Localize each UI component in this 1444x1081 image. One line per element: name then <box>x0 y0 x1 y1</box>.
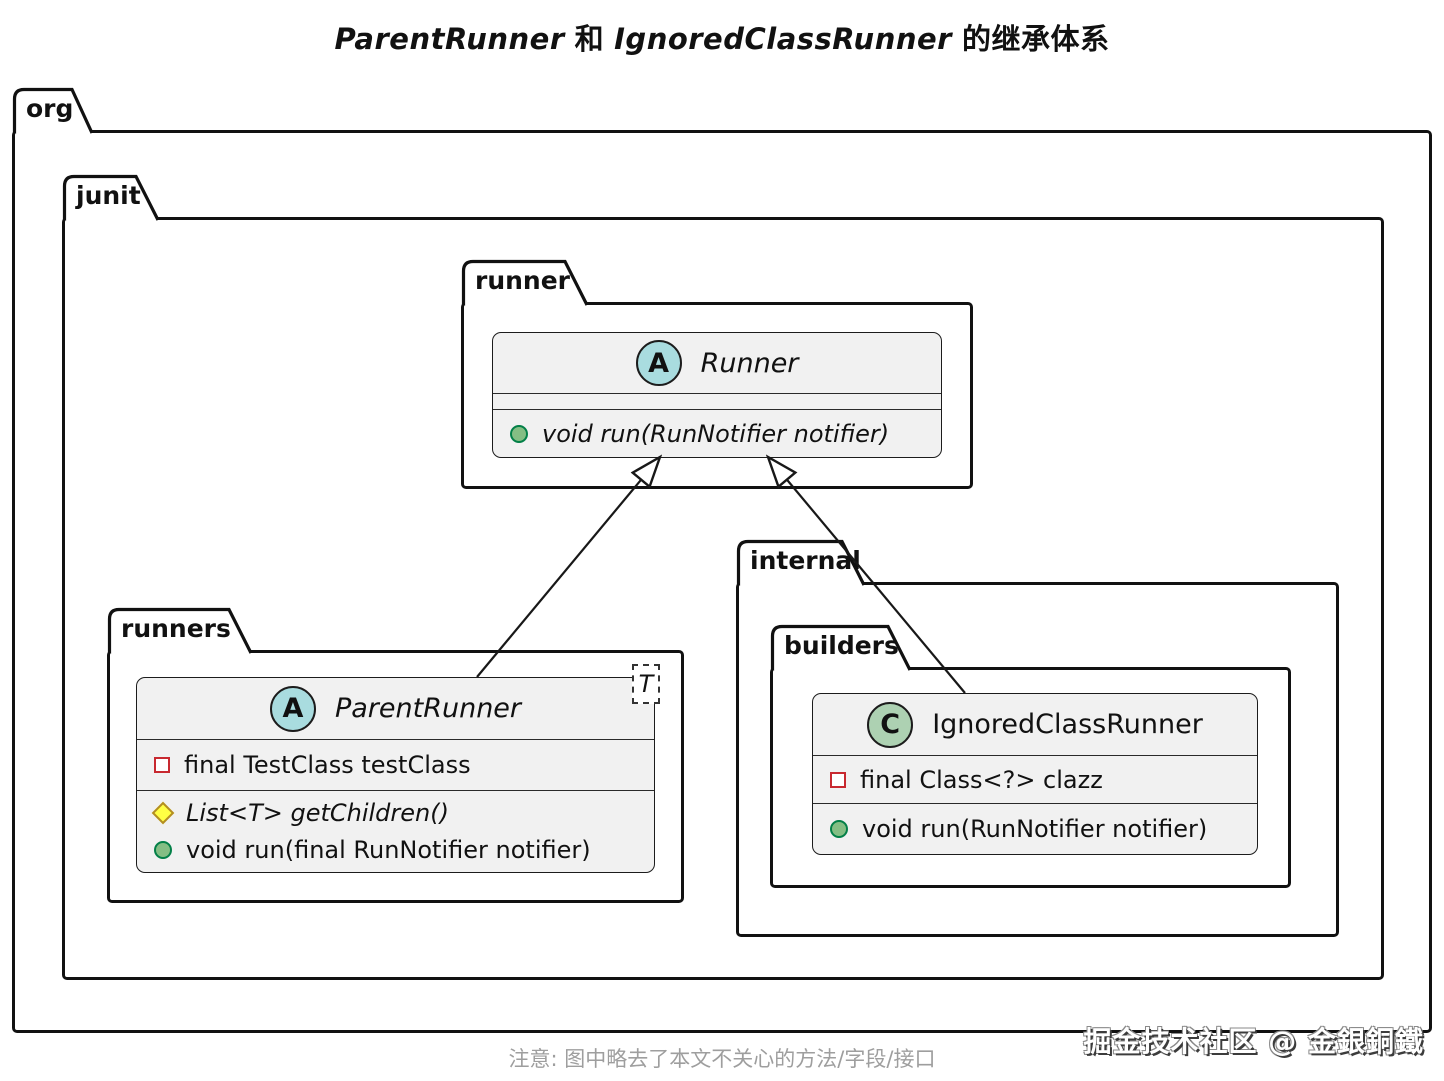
section-divider <box>137 790 654 791</box>
abstract-class-badge: A <box>269 685 316 732</box>
class-parent-runner: T A ParentRunner final TestClass testCla… <box>136 664 660 873</box>
section-divider <box>137 739 654 740</box>
generic-type-box: T <box>632 664 660 704</box>
method-text: void run(RunNotifier notifier) <box>862 815 1208 843</box>
protected-method-icon <box>151 802 175 825</box>
package-junit: junit runner A Runner <box>62 174 1384 980</box>
public-method-icon <box>510 424 528 443</box>
class-parent-runner-header: A ParentRunner <box>137 678 654 739</box>
title-zh-1: 和 <box>574 22 605 56</box>
section-divider <box>493 393 941 394</box>
class-runner-fields-empty <box>493 394 941 409</box>
abstract-class-badge: A <box>635 340 682 386</box>
title-latin-1: ParentRunner <box>334 22 565 56</box>
section-divider <box>813 803 1257 804</box>
class-ignored-class-runner-header: C IgnoredClassRunner <box>813 694 1257 755</box>
method-text: void run(RunNotifier notifier) <box>542 419 890 448</box>
diagram-footnote: 注意: 图中略去了本文不关心的方法/字段/接口 <box>508 1047 936 1071</box>
package-runners: runners T A ParentRunner final TestClass… <box>107 607 684 903</box>
package-org-label: org <box>26 94 74 123</box>
package-junit-label: junit <box>76 181 141 210</box>
package-builders: builders C IgnoredClassRunner final Clas… <box>770 624 1291 888</box>
method-row: void run(RunNotifier notifier) <box>813 815 1257 843</box>
title-latin-2: IgnoredClassRunner <box>614 22 952 56</box>
class-parent-runner-methods: List<T> getChildren() void run(final Run… <box>137 791 654 872</box>
concrete-class-badge: C <box>867 701 914 748</box>
class-ignored-class-runner-name: IgnoredClassRunner <box>932 709 1203 740</box>
section-divider <box>813 755 1257 756</box>
package-runner: runner A Runner void run(RunNotifier not… <box>461 259 973 489</box>
diagram-title: ParentRunner 和 IgnoredClassRunner 的继承体系 <box>0 16 1444 58</box>
method-text: List<T> getChildren() <box>186 799 449 828</box>
section-divider <box>493 409 941 410</box>
method-row: void run(RunNotifier notifier) <box>493 420 941 448</box>
class-runner-header: A Runner <box>493 333 941 393</box>
method-row: List<T> getChildren() <box>137 799 654 827</box>
package-internal-label: internal <box>750 546 861 575</box>
package-runner-label: runner <box>475 266 571 295</box>
watermark: 掘金技术社区 @ 金銀銅鐵 <box>1083 1025 1424 1058</box>
package-internal: internal builders C IgnoredClassRunner <box>736 539 1339 937</box>
private-field-icon <box>154 757 170 773</box>
class-parent-runner-fields: final TestClass testClass <box>137 740 654 790</box>
package-org: org junit runner A Runner <box>12 87 1432 1033</box>
class-runner-name: Runner <box>700 347 799 379</box>
title-zh-2: 的继承体系 <box>961 22 1110 56</box>
class-runner: A Runner void run(RunNotifier notifier) <box>492 332 942 458</box>
package-runners-label: runners <box>121 614 231 643</box>
package-builders-label: builders <box>784 631 899 660</box>
class-ignored-class-runner-methods: void run(RunNotifier notifier) <box>813 804 1257 854</box>
method-row: void run(final RunNotifier notifier) <box>137 836 654 864</box>
public-method-icon <box>830 820 848 838</box>
class-runner-methods: void run(RunNotifier notifier) <box>493 410 941 457</box>
public-method-icon <box>154 840 172 859</box>
class-parent-runner-name: ParentRunner <box>334 693 522 724</box>
field-text: final Class<?> clazz <box>860 765 1103 794</box>
class-ignored-class-runner-fields: final Class<?> clazz <box>813 756 1257 803</box>
field-row: final Class<?> clazz <box>813 766 1257 794</box>
class-ignored-class-runner: C IgnoredClassRunner final Class<?> claz… <box>812 693 1258 855</box>
method-text: void run(final RunNotifier notifier) <box>186 835 591 864</box>
field-text: final TestClass testClass <box>184 751 471 779</box>
private-field-icon <box>830 771 846 788</box>
field-row: final TestClass testClass <box>137 751 654 779</box>
